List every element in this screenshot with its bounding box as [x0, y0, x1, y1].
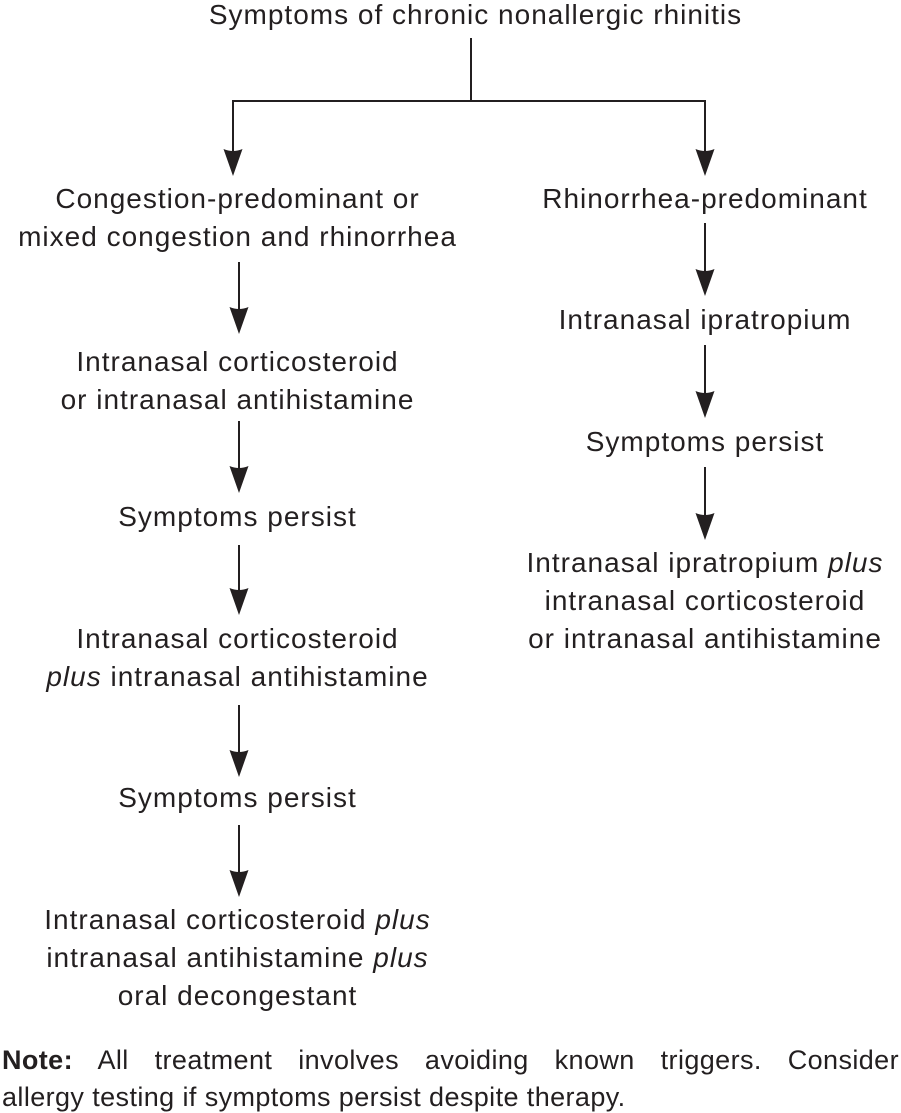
- node-line: intranasal antihistamine plus: [46, 942, 429, 973]
- arrow-down-icon: [695, 467, 715, 540]
- footnote: Note: All treatment involves avoiding kn…: [2, 1042, 899, 1113]
- node-line: oral decongestant: [117, 980, 358, 1011]
- node-symptoms-persist-2: Symptoms persist: [5, 779, 470, 817]
- node-line: plus intranasal antihistamine: [46, 661, 429, 692]
- node-corticosteroid-antihistamine-decongestant: Intranasal corticosteroid plus intranasa…: [5, 901, 470, 1015]
- node-line: Intranasal corticosteroid: [76, 346, 399, 377]
- node-rhinorrhea-predominant: Rhinorrhea-predominant: [472, 180, 901, 218]
- node-line: Intranasal corticosteroid: [76, 623, 399, 654]
- node-line: Intranasal ipratropium plus: [526, 547, 884, 578]
- node-line: Intranasal ipratropium: [558, 304, 852, 335]
- arrow-down-icon: [229, 421, 249, 493]
- node-intranasal-ipratropium: Intranasal ipratropium: [472, 301, 901, 339]
- node-corticosteroid-plus-antihistamine: Intranasal corticosteroid plus intranasa…: [5, 620, 470, 696]
- node-line: intranasal corticosteroid: [544, 585, 866, 616]
- node-line: or intranasal antihistamine: [528, 623, 882, 654]
- node-ipratropium-plus-corticosteroid-or-antihistamine: Intranasal ipratropium plus intranasal c…: [472, 544, 901, 658]
- node-line: Rhinorrhea-predominant: [542, 183, 868, 214]
- footnote-label: Note:: [2, 1045, 73, 1075]
- node-symptoms-persist-3: Symptoms persist: [472, 423, 901, 461]
- node-line: Congestion-predominant or: [55, 183, 420, 214]
- arrow-down-icon: [695, 345, 715, 418]
- italic-plus: plus: [828, 547, 884, 578]
- arrow-down-icon: [229, 705, 249, 777]
- arrow-down-icon: [229, 825, 249, 897]
- node-line: mixed congestion and rhinorrhea: [18, 221, 457, 252]
- arrow-down-icon: [695, 100, 715, 176]
- arrow-down-icon: [223, 100, 243, 176]
- node-line: or intranasal antihistamine: [60, 384, 415, 415]
- arrow-down-icon: [229, 545, 249, 615]
- italic-plus: plus: [375, 904, 431, 935]
- diagram-title: Symptoms of chronic nonallergic rhinitis: [208, 0, 743, 30]
- italic-plus: plus: [373, 942, 429, 973]
- italic-plus: plus: [46, 661, 102, 692]
- connector-stem-line: [470, 38, 472, 101]
- node-line: Symptoms persist: [585, 426, 825, 457]
- node-symptoms-persist-1: Symptoms persist: [5, 498, 470, 536]
- node-line: Intranasal corticosteroid plus: [44, 904, 431, 935]
- footnote-line: allergy testing if symptoms persist desp…: [2, 1082, 626, 1112]
- node-line: Symptoms persist: [118, 782, 357, 813]
- arrow-down-icon: [229, 262, 249, 334]
- node-line: Symptoms persist: [118, 501, 357, 532]
- arrow-down-icon: [695, 223, 715, 296]
- node-congestion-predominant: Congestion-predominant or mixed congesti…: [5, 180, 470, 256]
- node-intranasal-corticosteroid-or-antihistamine: Intranasal corticosteroid or intranasal …: [5, 343, 470, 419]
- footnote-line: Note: All treatment involves avoiding kn…: [2, 1045, 899, 1075]
- connector-horizontal-line: [232, 100, 706, 102]
